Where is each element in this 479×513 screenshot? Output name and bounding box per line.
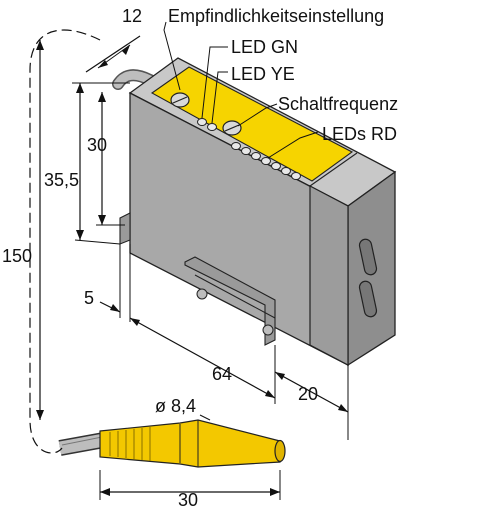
dim-35-5-label: 35,5 [44,170,79,190]
dim-5-label: 5 [84,288,94,308]
dim-30-height-label: 30 [87,135,107,155]
sensitivity-label: Empfindlichkeitseinstellung [168,6,384,26]
connector-plug [58,419,286,468]
led-gn-label: LED GN [231,37,298,57]
callout-leaders [163,21,319,159]
switching-frequency-screw-icon [222,120,242,136]
dim-30-plug-label: 30 [178,490,198,510]
dim-diameter-8-4-label: ø 8,4 [155,396,196,416]
dim-150-label: 150 [2,246,32,266]
led-gn-icon [197,118,207,126]
dimension-lines [36,35,349,500]
leds-rd-row-icon [231,142,301,180]
dim-12-label: 12 [122,6,142,26]
mounting-bracket [119,212,276,346]
led-ye-icon [207,123,217,131]
switching-frequency-label: Schaltfrequenz [278,94,398,114]
dim-20-label: 20 [298,384,318,404]
leds-rd-label: LEDs RD [322,124,397,144]
cable [112,69,156,90]
led-ye-label: LED YE [231,64,295,84]
sensitivity-potentiometer-icon [170,92,190,108]
dim-64-label: 64 [212,364,232,384]
cable-length-dashed-line [29,29,101,454]
